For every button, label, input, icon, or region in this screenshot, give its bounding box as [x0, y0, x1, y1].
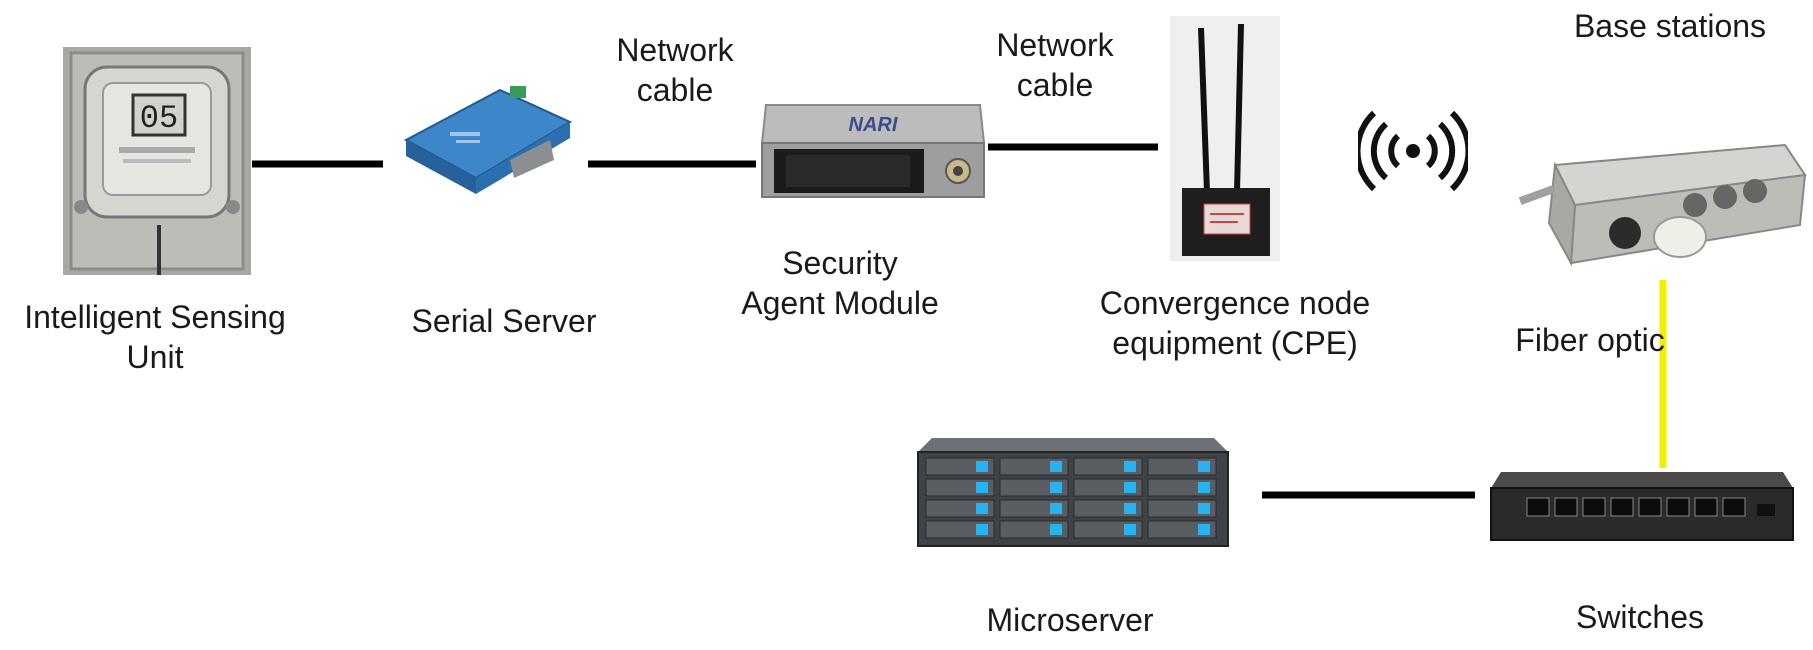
- module-brand-logo: NARI: [849, 114, 898, 136]
- drive-led: [976, 503, 988, 514]
- ethernet-port: [1610, 497, 1634, 517]
- label-intelligent-sensing-unit: Intelligent Sensing Unit: [0, 297, 310, 377]
- label-cpe-line1: Convergence node: [1099, 285, 1371, 321]
- microserver-image: [912, 432, 1234, 552]
- label-base-stations: Base stations: [1573, 8, 1767, 44]
- label-microserver: Microserver: [986, 602, 1154, 638]
- label-fiber-optic: Fiber optic: [1515, 322, 1665, 358]
- base-station-image: [1515, 135, 1810, 275]
- cpe-device-image: [1170, 16, 1280, 261]
- label-security-line1: Security: [782, 245, 898, 281]
- label-sensing-line1: Intelligent Sensing: [24, 299, 286, 335]
- label-network-cable-2-line1: Network: [996, 27, 1114, 63]
- switch-image: [1487, 468, 1797, 548]
- label-network-cable-2: Network cable: [970, 25, 1140, 105]
- drive-led: [1050, 461, 1062, 472]
- meter-reading: 05: [140, 100, 178, 137]
- drive-bays: [925, 457, 1217, 539]
- switch-ports: [1526, 497, 1746, 517]
- wireless-signal-icon: [1358, 108, 1468, 194]
- drive-led: [1124, 461, 1136, 472]
- ethernet-port: [1582, 497, 1606, 517]
- drive-led: [1050, 482, 1062, 493]
- drive-led: [1050, 524, 1062, 535]
- ethernet-port: [1666, 497, 1690, 517]
- serial-server-image: [390, 82, 580, 202]
- label-network-cable-1-line1: Network: [616, 32, 734, 68]
- label-network-cable-1-line2: cable: [636, 72, 714, 108]
- drive-led: [976, 482, 988, 493]
- ethernet-port: [1526, 497, 1550, 517]
- label-network-cable-1: Network cable: [590, 30, 760, 110]
- ethernet-port: [1638, 497, 1662, 517]
- ethernet-port: [1694, 497, 1718, 517]
- drive-led: [1198, 461, 1210, 472]
- drive-led: [976, 524, 988, 535]
- label-sensing-line2: Unit: [126, 339, 184, 375]
- drive-led: [976, 461, 988, 472]
- drive-led: [1124, 524, 1136, 535]
- drive-led: [1124, 503, 1136, 514]
- security-agent-module-image: NARI: [758, 95, 988, 203]
- drive-led: [1050, 503, 1062, 514]
- label-security-line2: Agent Module: [741, 285, 939, 321]
- intelligent-sensing-unit-image: 05: [63, 47, 251, 275]
- label-switches: Switches: [1575, 599, 1705, 635]
- drive-led: [1198, 524, 1210, 535]
- drive-led: [1198, 482, 1210, 493]
- ethernet-port: [1554, 497, 1578, 517]
- label-cpe-line2: equipment (CPE): [1112, 325, 1358, 361]
- drive-led: [1198, 503, 1210, 514]
- drive-led: [1124, 482, 1136, 493]
- label-network-cable-2-line2: cable: [1016, 67, 1094, 103]
- label-security-agent-module: Security Agent Module: [720, 243, 960, 323]
- ethernet-port: [1722, 497, 1746, 517]
- label-cpe: Convergence node equipment (CPE): [1075, 283, 1395, 363]
- label-serial-server: Serial Server: [411, 303, 597, 339]
